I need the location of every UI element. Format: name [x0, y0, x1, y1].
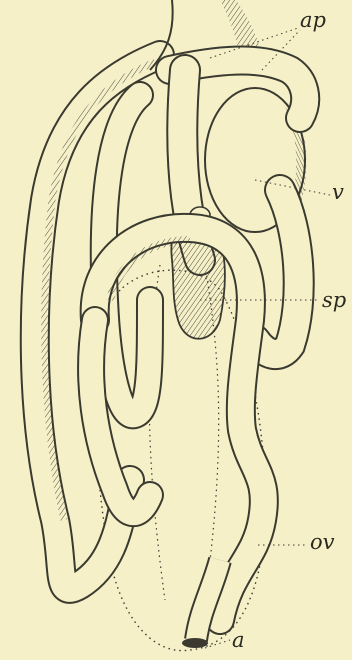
opening-a: [182, 638, 208, 648]
label-v: v: [332, 182, 344, 203]
label-ov: ov: [310, 532, 335, 553]
label-ap: ap: [300, 10, 326, 31]
label-a: a: [232, 630, 245, 651]
label-sp: sp: [322, 290, 346, 311]
